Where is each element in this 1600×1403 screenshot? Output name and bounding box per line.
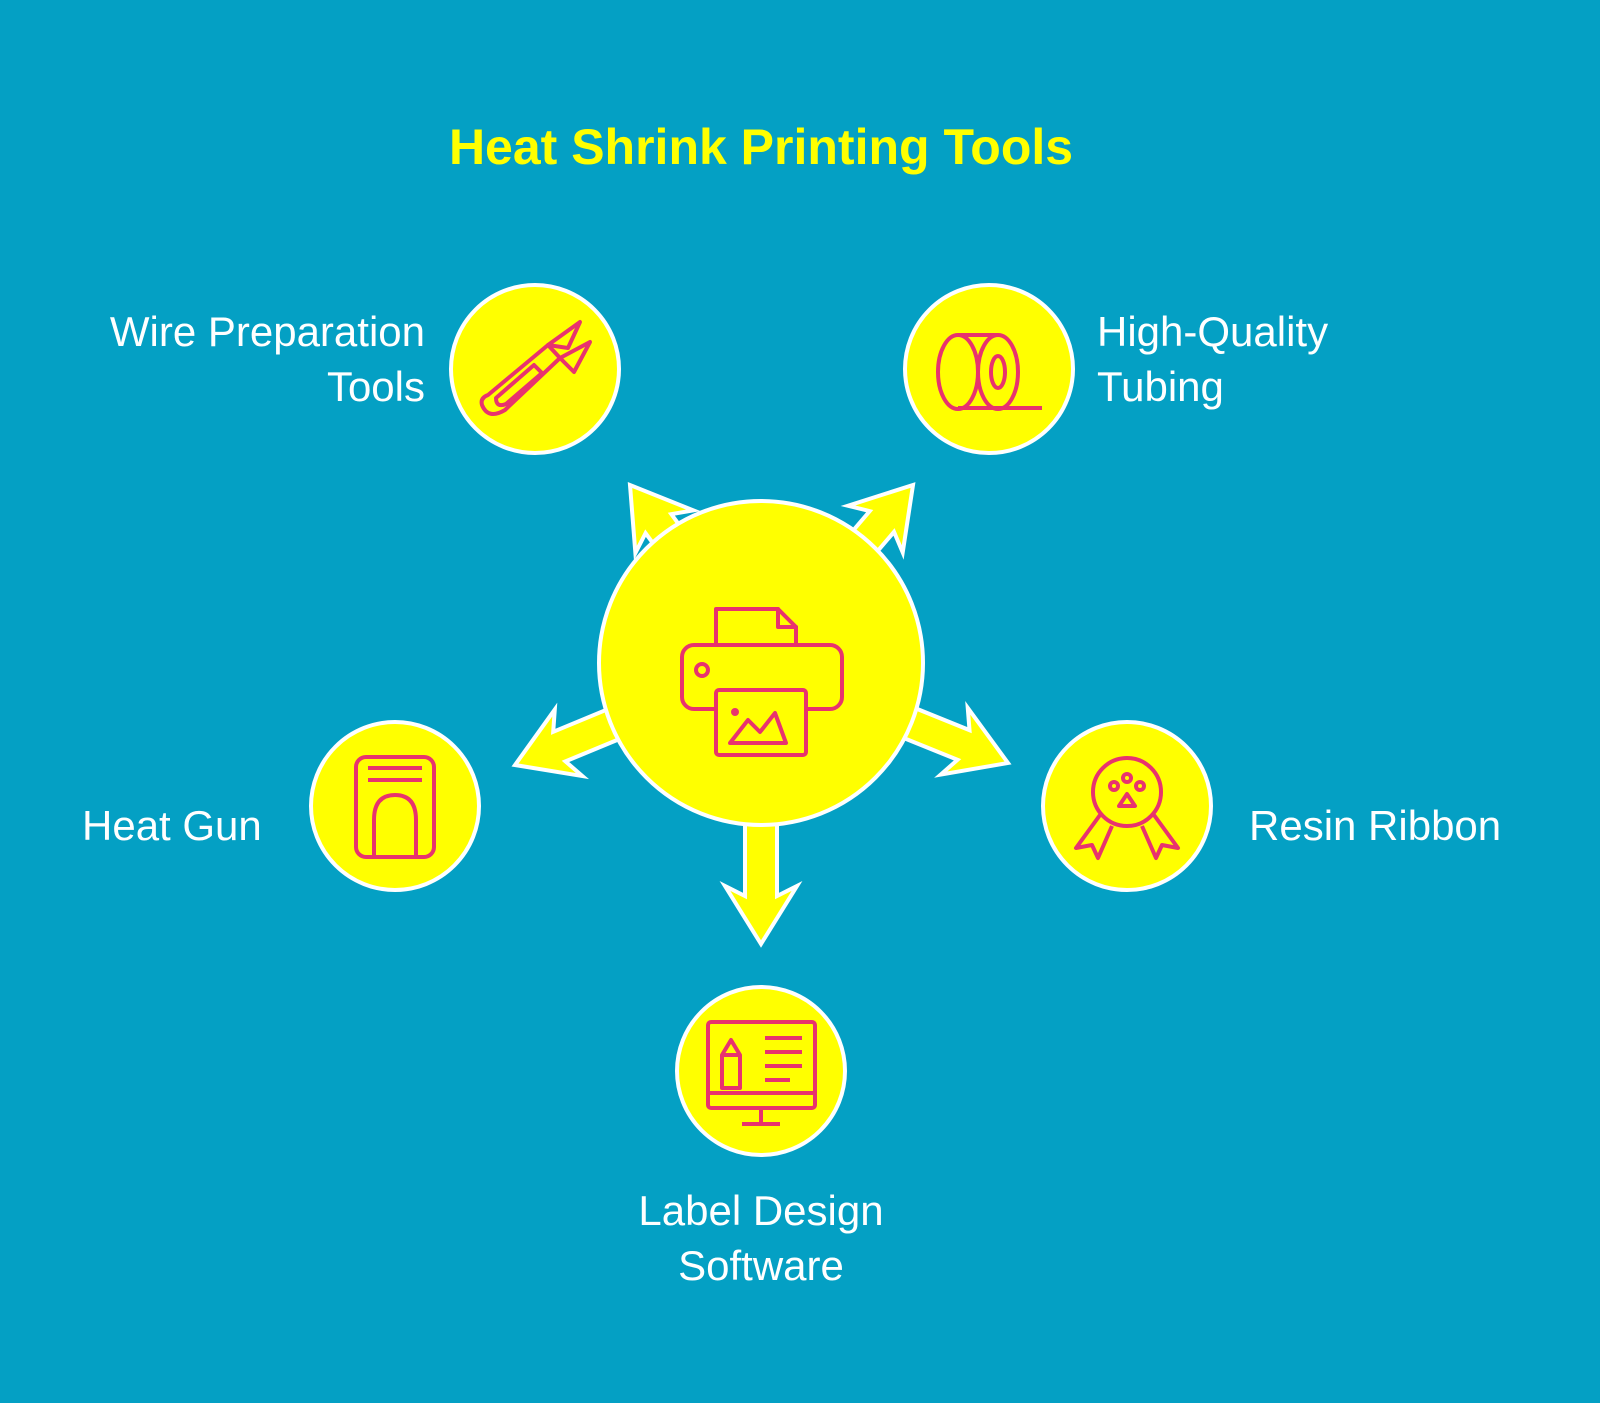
node-label-design-software	[675, 985, 847, 1157]
label-line: Software	[678, 1242, 844, 1289]
label-heat-gun: Heat Gun	[82, 798, 262, 853]
label-line: Label Design	[638, 1187, 884, 1234]
printer-icon	[680, 607, 844, 757]
label-line: Resin Ribbon	[1249, 802, 1502, 849]
node-high-quality-tubing	[903, 283, 1075, 455]
wire-cutter-icon	[479, 320, 592, 416]
tubing-roll-icon	[936, 333, 1042, 411]
label-line: Tubing	[1097, 363, 1224, 410]
ribbon-badge-icon	[1074, 756, 1180, 860]
label-line: Wire Preparation	[109, 308, 425, 355]
label-resin-ribbon: Resin Ribbon	[1249, 798, 1501, 853]
diagram-title: Heat Shrink Printing Tools	[448, 119, 1074, 175]
design-software-icon	[706, 1020, 817, 1126]
label-line: Heat Gun	[82, 802, 262, 849]
label-wire-preparation-tools: Wire Preparation Tools	[110, 304, 425, 414]
label-high-quality-tubing: High-Quality Tubing	[1097, 304, 1328, 414]
label-label-design-software: Label Design Software	[561, 1183, 961, 1293]
heat-gun-icon	[354, 755, 436, 859]
node-heat-gun	[309, 720, 481, 892]
node-resin-ribbon	[1041, 720, 1213, 892]
node-wire-preparation-tools	[449, 283, 621, 455]
label-line: Tools	[326, 363, 425, 410]
label-line: High-Quality	[1097, 308, 1329, 355]
center-node	[597, 499, 925, 827]
